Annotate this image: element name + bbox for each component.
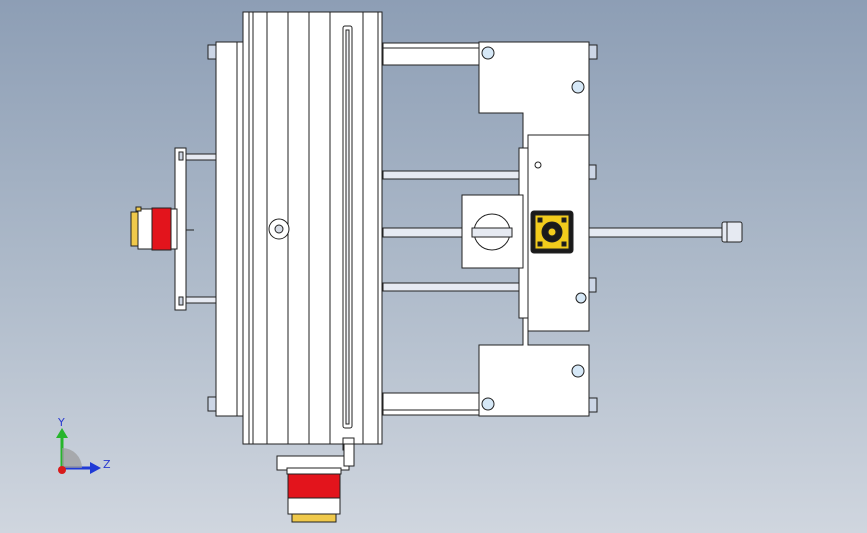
coordinate-triad: Y Z xyxy=(56,416,111,474)
central-shaft-end-cap xyxy=(721,221,743,243)
bottom-cross-bar xyxy=(382,392,480,416)
left-back-plate xyxy=(207,41,244,417)
bearing-block xyxy=(461,194,524,269)
carriage-hole xyxy=(575,292,587,304)
left-stepper-motor xyxy=(130,206,178,251)
triad-y-label: Y xyxy=(57,416,65,429)
left-motor-bracket xyxy=(174,147,194,311)
triad-origin xyxy=(58,466,66,474)
plate-hole xyxy=(481,46,495,60)
plate-hole xyxy=(571,80,585,94)
bottom-stepper-motor xyxy=(276,443,355,523)
plate-hole xyxy=(571,364,585,378)
upper-guide-rod xyxy=(382,170,522,180)
lower-guide-rod xyxy=(382,282,522,292)
cross-bars xyxy=(382,42,480,416)
z-arrow-head xyxy=(90,462,101,474)
sensor-chip xyxy=(530,210,574,254)
main-housing xyxy=(242,11,383,451)
triad-z-label: Z xyxy=(103,458,111,471)
top-cross-bar xyxy=(382,42,480,66)
plate-hole xyxy=(481,397,495,411)
y-arrow-head xyxy=(56,428,68,438)
